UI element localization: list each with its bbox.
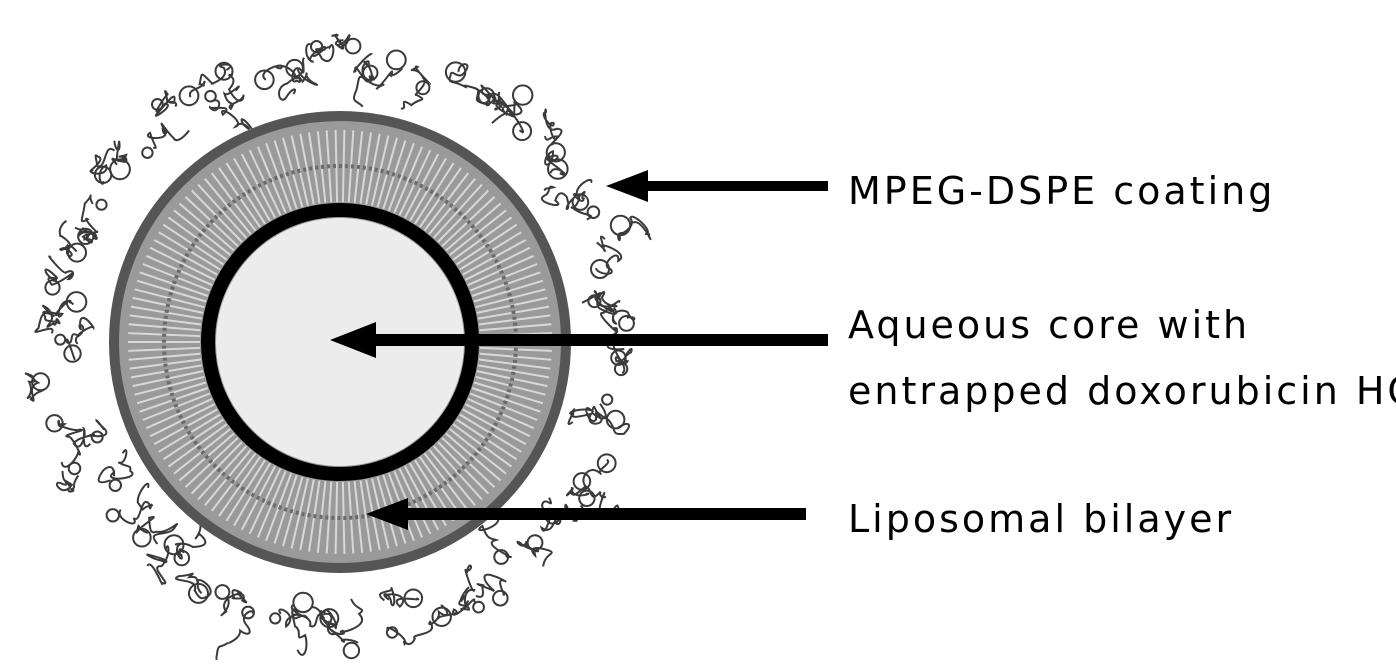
peg-loop [293,593,312,612]
peg-loop [55,335,65,345]
peg-loop [588,206,600,218]
peg-chain [582,293,635,324]
peg-chain [542,187,573,209]
peg-loop [446,62,465,81]
peg-loop [602,395,612,405]
peg-loop [133,529,151,547]
core-label-line-2: entrapped doxorubicin HCl [848,372,1396,410]
peg-loop [45,280,59,294]
peg-loop [216,585,230,599]
peg-chain [320,599,362,634]
peg-loop [46,415,62,431]
peg-loop [346,39,361,54]
peg-chain [618,217,650,240]
peg-chain [517,541,551,566]
peg-loop [180,86,199,105]
peg-chain [476,575,506,597]
peg-chain [449,64,489,105]
peg-chain [190,64,231,97]
peg-loop [205,91,216,102]
peg-loop [591,260,609,278]
peg-chain [147,546,169,584]
peg-loop [387,51,406,70]
peg-loop [513,85,532,104]
coating-label: MPEG-DSPE coating [848,172,1275,210]
peg-loop [344,643,359,658]
peg-loop [270,613,280,623]
arrow-coating-head [606,170,648,202]
peg-chain [292,605,324,627]
peg-chain [156,91,176,116]
peg-loop [493,591,508,606]
core-label-line-1: Aqueous core with [848,306,1250,344]
peg-loop [96,200,106,210]
peg-chain [544,109,562,144]
peg-loop [110,480,121,491]
peg-chain [136,517,177,544]
peg-loop [95,167,111,183]
peg-chain [148,124,189,148]
peg-loop [110,159,130,179]
peg-loop [142,148,152,158]
peg-chain [99,450,133,482]
peg-loop [107,509,119,521]
bilayer-label: Liposomal bilayer [848,500,1234,538]
peg-chain [464,565,475,608]
peg-loop [473,602,484,613]
peg-chain [75,195,97,233]
peg-chain [119,484,151,524]
peg-loop [619,316,634,331]
peg-loop [574,473,591,490]
